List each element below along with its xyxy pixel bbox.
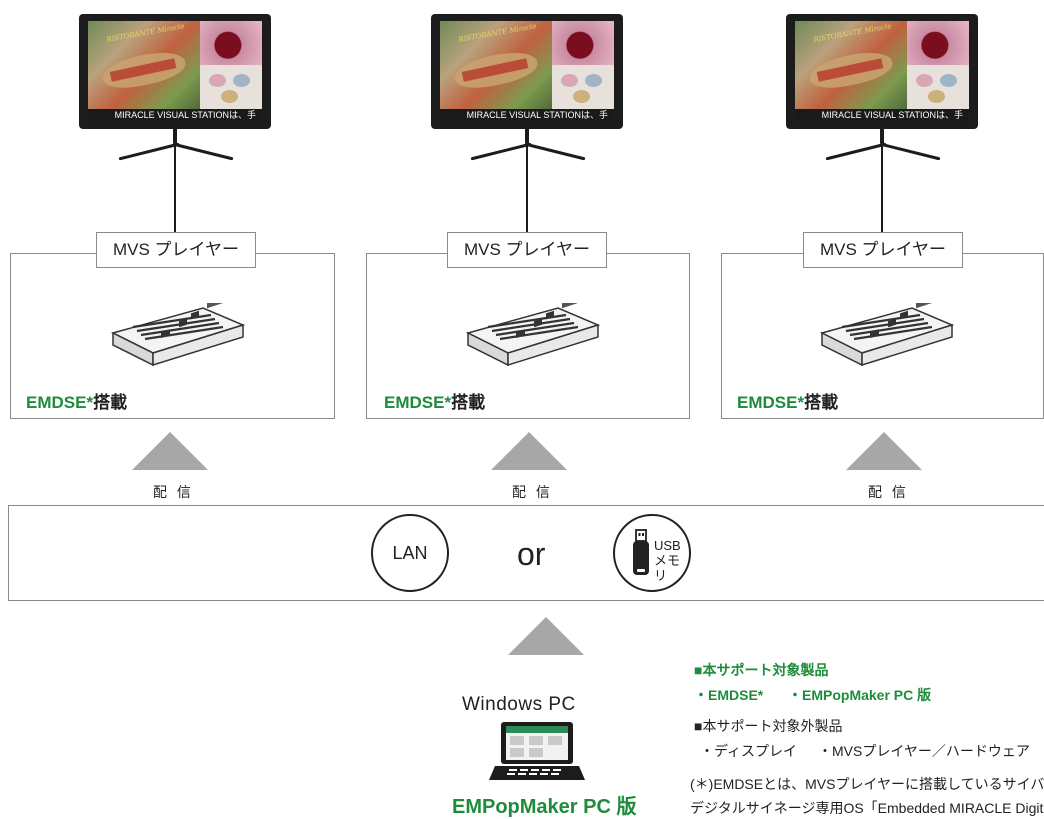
monitor-stand (173, 129, 177, 143)
footnote-line-1: (＊)EMDSEとは、MVSプレイヤーに搭載しているサイバートラ (690, 776, 1044, 792)
screen-ticker: MIRACLE VISUAL STATIONは、手 (88, 109, 262, 122)
empopmaker-label: EMPopMaker PC 版 (452, 796, 637, 818)
os-suffix: 搭載 (804, 393, 839, 412)
player-device-icon (819, 303, 955, 367)
screen-ticker: MIRACLE VISUAL STATIONは、手 (440, 109, 614, 122)
monitor-icon: RISTORANTE Miracle MIRACLE VISUAL STATIO… (79, 14, 271, 129)
connector-line (526, 143, 528, 233)
usb-label-line1: USB (654, 538, 681, 553)
usb-label-line2: メモリ (654, 553, 681, 583)
usb-label: USB メモリ (654, 538, 689, 583)
up-arrow-icon (491, 432, 567, 470)
connector-line (881, 143, 883, 233)
screen-food-image (795, 21, 907, 109)
delivery-label: 配 信 (512, 484, 553, 500)
screen-macaron-image (552, 65, 614, 109)
monitor-stand-leg (470, 142, 532, 161)
screen-food-image (440, 21, 552, 109)
up-arrow-icon (508, 617, 584, 655)
monitor-stand (525, 129, 529, 143)
monitor-screen: RISTORANTE Miracle MIRACLE VISUAL STATIO… (795, 21, 969, 122)
os-name: EMDSE* (737, 393, 805, 412)
os-label: EMDSE*搭載 (737, 388, 838, 413)
player-label: MVS プレイヤー (96, 232, 256, 268)
player-device-icon (110, 303, 246, 367)
player-device-icon (465, 303, 601, 367)
os-name: EMDSE* (384, 393, 452, 412)
unsupported-item-player: ・MVSプレイヤー／ハードウェア (818, 743, 1030, 759)
screen-wine-image (907, 21, 969, 65)
os-suffix: 搭載 (93, 393, 128, 412)
usb-stick-icon (633, 529, 649, 575)
os-suffix: 搭載 (451, 393, 486, 412)
monitor-stand-leg (879, 142, 941, 161)
player-label: MVS プレイヤー (803, 232, 963, 268)
monitor-stand-leg (172, 142, 234, 161)
monitor-stand-leg (825, 142, 887, 161)
windows-pc-label: Windows PC (462, 694, 576, 715)
screen-ticker: MIRACLE VISUAL STATIONは、手 (795, 109, 969, 122)
or-label: or (517, 536, 546, 572)
screen-food-image (88, 21, 200, 109)
os-label: EMDSE*搭載 (26, 388, 127, 413)
connector-line (174, 143, 176, 233)
screen-wine-image (200, 21, 262, 65)
os-name: EMDSE* (26, 393, 94, 412)
supported-item-empopmaker: ・EMPopMaker PC 版 (788, 687, 932, 703)
monitor-stand-leg (118, 142, 180, 161)
lan-circle: LAN (371, 514, 449, 592)
up-arrow-icon (846, 432, 922, 470)
lan-label: LAN (392, 543, 428, 563)
monitor-screen: RISTORANTE Miracle MIRACLE VISUAL STATIO… (88, 21, 262, 122)
player-label: MVS プレイヤー (447, 232, 607, 268)
distribution-bar (8, 505, 1044, 601)
monitor-icon: RISTORANTE Miracle MIRACLE VISUAL STATIO… (786, 14, 978, 129)
up-arrow-icon (132, 432, 208, 470)
laptop-icon (489, 722, 585, 780)
footnote-line-2: デジタルサイネージ専用OS「Embedded MIRACLE Digital S… (690, 800, 1044, 816)
delivery-label: 配 信 (868, 484, 909, 500)
screen-wine-image (552, 21, 614, 65)
monitor-icon: RISTORANTE Miracle MIRACLE VISUAL STATIO… (431, 14, 623, 129)
unsupported-item-display: ・ディスプレイ (700, 743, 798, 759)
os-label: EMDSE*搭載 (384, 388, 485, 413)
supported-heading: ■本サポート対象製品 (694, 662, 829, 678)
screen-macaron-image (907, 65, 969, 109)
monitor-screen: RISTORANTE Miracle MIRACLE VISUAL STATIO… (440, 21, 614, 122)
delivery-label: 配 信 (153, 484, 194, 500)
monitor-stand-leg (524, 142, 586, 161)
monitor-stand (880, 129, 884, 143)
screen-macaron-image (200, 65, 262, 109)
supported-item-emdse: ・EMDSE* (694, 687, 764, 703)
usb-circle: USB メモリ (613, 514, 691, 592)
unsupported-heading: ■本サポート対象外製品 (694, 718, 843, 734)
